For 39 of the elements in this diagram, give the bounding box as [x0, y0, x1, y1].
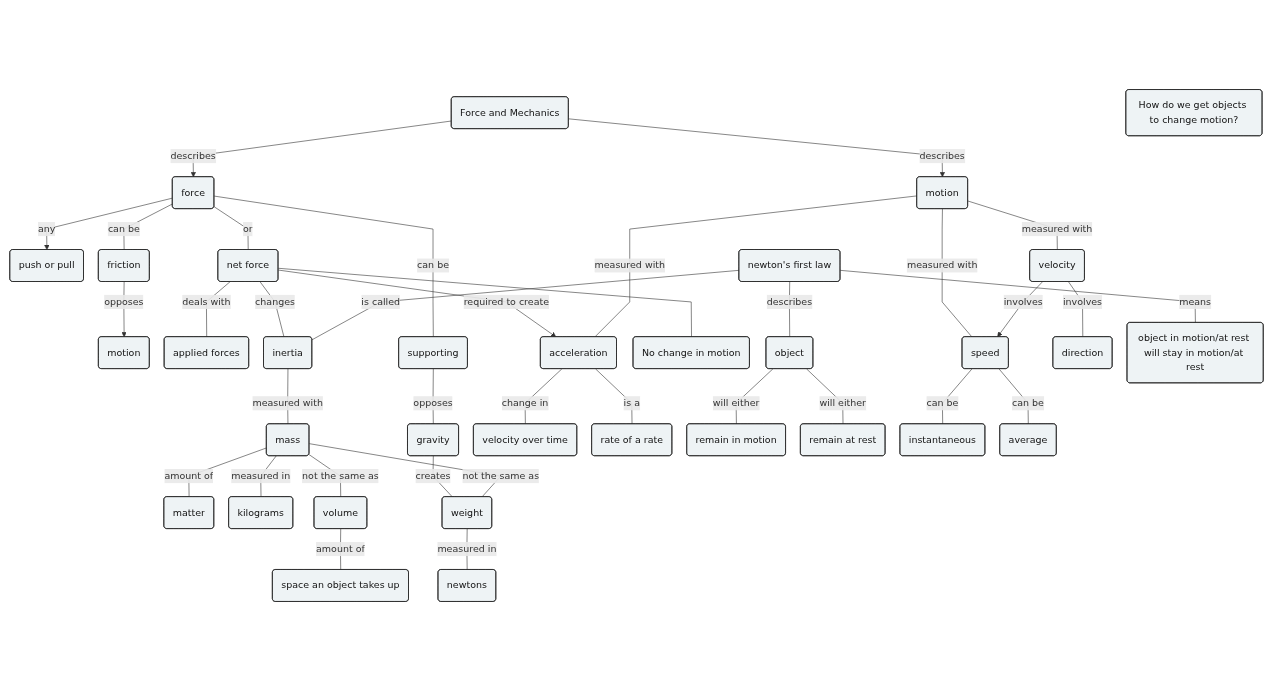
- edge-label: measured in: [231, 470, 291, 482]
- edge-label: measured with: [252, 397, 323, 409]
- edge-label: not the same as: [302, 470, 379, 482]
- edge-label: deals with: [182, 296, 231, 308]
- edge-label: is called: [361, 296, 401, 308]
- edge-label: will either: [712, 397, 760, 409]
- connector: [840, 270, 1196, 323]
- edge-label: measured in: [437, 543, 497, 555]
- edge-label: not the same as: [462, 470, 540, 482]
- edge-label: means: [1179, 296, 1212, 308]
- edge-label: involves: [1062, 296, 1103, 308]
- edge-label: amount of: [164, 470, 214, 482]
- edge-label: describes: [766, 296, 813, 308]
- edge-label: amount of: [316, 543, 365, 555]
- edge-label: opposes: [104, 296, 144, 308]
- edge-label: involves: [1003, 296, 1043, 308]
- connector: [311, 270, 740, 341]
- edge-label: describes: [170, 150, 216, 162]
- connector: [595, 368, 633, 425]
- connector: [213, 206, 249, 251]
- edge-label: change in: [501, 397, 549, 409]
- edge-label: will either: [819, 397, 867, 409]
- edge-label: is a: [623, 397, 640, 409]
- edge-label: required to create: [463, 296, 549, 308]
- edge-label: can be: [926, 397, 959, 409]
- edge-label: can be: [417, 259, 449, 271]
- edge-label: or: [243, 223, 253, 235]
- edge-label: opposes: [413, 397, 453, 409]
- edge-label: can be: [107, 223, 140, 235]
- edge-label: measured with: [594, 259, 665, 271]
- edge-label: measured with: [906, 259, 978, 271]
- edge-label: measured with: [1021, 223, 1093, 235]
- connector: [278, 268, 692, 338]
- edge-label: describes: [919, 150, 965, 162]
- edge-label: can be: [1012, 397, 1044, 409]
- edge-label: changes: [255, 296, 295, 308]
- connector: [941, 208, 973, 338]
- edge-label: any: [37, 223, 56, 235]
- edge-label: creates: [415, 470, 451, 482]
